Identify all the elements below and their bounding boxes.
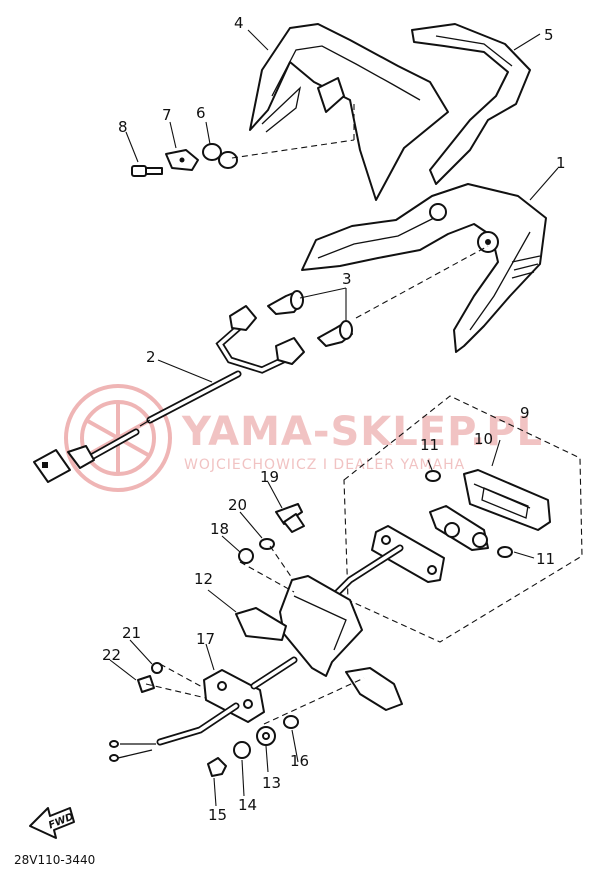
part-3-bulb-lower (317, 320, 353, 347)
part-18-collar (238, 548, 254, 564)
part-3-bulb-upper (267, 290, 304, 315)
part-4-rear-cover-left (249, 23, 449, 201)
part-12-license-bracket (235, 575, 403, 711)
forward-direction-arrow: FWD (29, 807, 75, 839)
callout-3: 3 (342, 270, 352, 288)
part-17-reflector-holder (109, 656, 298, 762)
part-13-collar (256, 726, 276, 746)
part-16-collar (283, 715, 299, 729)
callout-1: 1 (556, 154, 566, 172)
callout-2: 2 (146, 348, 156, 366)
callout-7: 7 (162, 106, 172, 124)
part-21-nut (151, 662, 163, 674)
callout-4: 4 (234, 14, 244, 32)
watermark: YAMA-SKLEP.PL WOJCIECHOWICZ I DEALER YAM… (64, 384, 543, 492)
callout-5: 5 (544, 26, 554, 44)
part-7-plate (165, 149, 199, 171)
callout-9: 9 (520, 404, 530, 422)
part-1-rear-bracket (301, 183, 547, 353)
part-19-bolt (275, 503, 305, 533)
diagram-code: 28V110-3440 (14, 853, 95, 867)
leader-lines (109, 29, 559, 807)
lamp-bracket (316, 505, 489, 614)
callout-14: 14 (238, 796, 257, 814)
callout-11-upper: 11 (420, 436, 439, 454)
callout-18: 18 (210, 520, 229, 538)
part-15-nut (207, 757, 227, 777)
yamaha-logo-watermark (64, 384, 172, 492)
callout-17: 17 (196, 630, 215, 648)
callout-20: 20 (228, 496, 247, 514)
callout-12: 12 (194, 570, 213, 588)
watermark-brand: YAMA-SKLEP.PL (181, 409, 543, 455)
callout-16: 16 (290, 752, 309, 770)
watermark-tagline: WOJCIECHOWICZ I DEALER YAMAHA (184, 457, 465, 473)
callout-13: 13 (262, 774, 281, 792)
callout-15: 15 (208, 806, 227, 824)
callout-21: 21 (122, 624, 141, 642)
part-11-screw-upper (425, 470, 441, 482)
assembly-dashed-lines (145, 100, 489, 725)
callout-6: 6 (196, 104, 206, 122)
callout-10: 10 (474, 430, 493, 448)
part-20-washer (259, 538, 275, 550)
part-14-washer (233, 741, 251, 759)
part-11-screw-lower (497, 546, 513, 558)
callout-8: 8 (118, 118, 128, 136)
callout-19: 19 (260, 468, 279, 486)
callouts: 4 5 1 6 7 8 3 2 9 10 11 11 19 20 18 12 2… (102, 14, 566, 824)
part-10-license-lamp (463, 469, 551, 531)
part-2-wire-harness (33, 305, 305, 483)
callout-11-lower: 11 (536, 550, 555, 568)
part-8-screw (131, 165, 163, 177)
callout-22: 22 (102, 646, 121, 664)
part-6-collar (202, 143, 238, 169)
part-5-grab-rail (411, 23, 531, 185)
